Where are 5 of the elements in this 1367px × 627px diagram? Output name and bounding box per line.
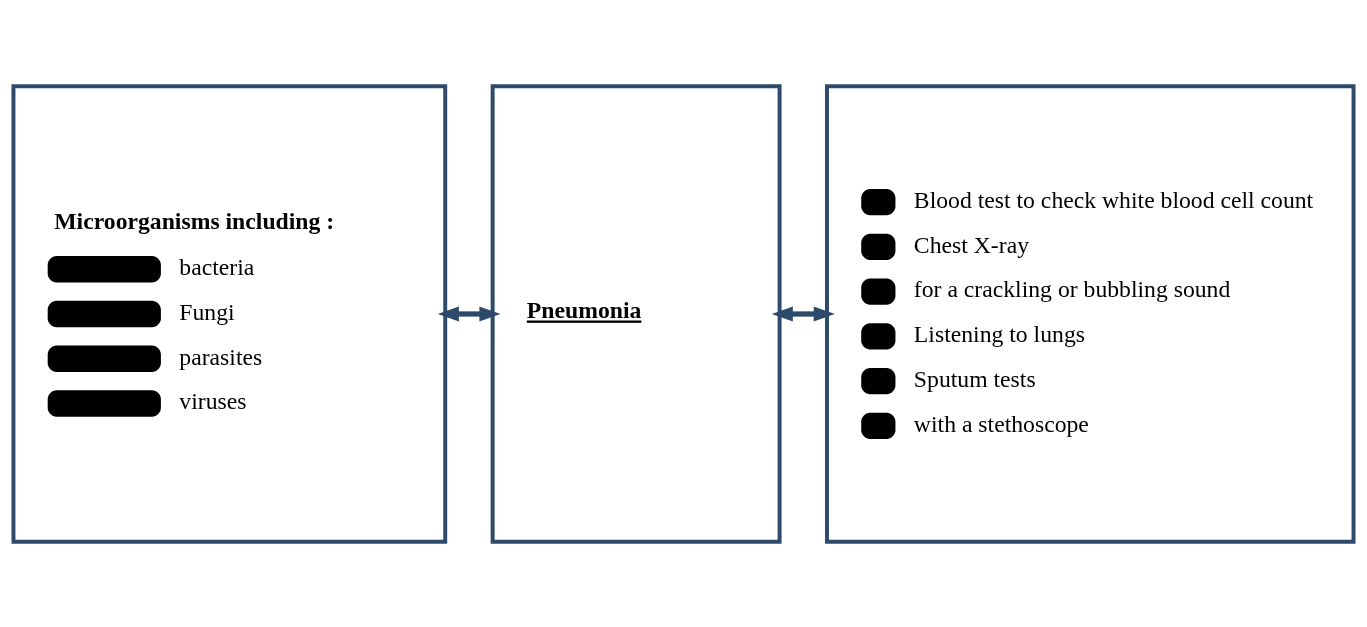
node-box: Blood test to check white blood cell count Chest X-ray for a crackling or bubbling sound Listening to lungs Sputum tests with a stethoscope (825, 83, 1356, 544)
node-box: Pneumonia (490, 83, 782, 544)
arrow (437, 306, 501, 321)
arrow (771, 306, 835, 321)
node-box: Microorganisms including : bacteria Fungi parasites viruses (11, 83, 448, 544)
